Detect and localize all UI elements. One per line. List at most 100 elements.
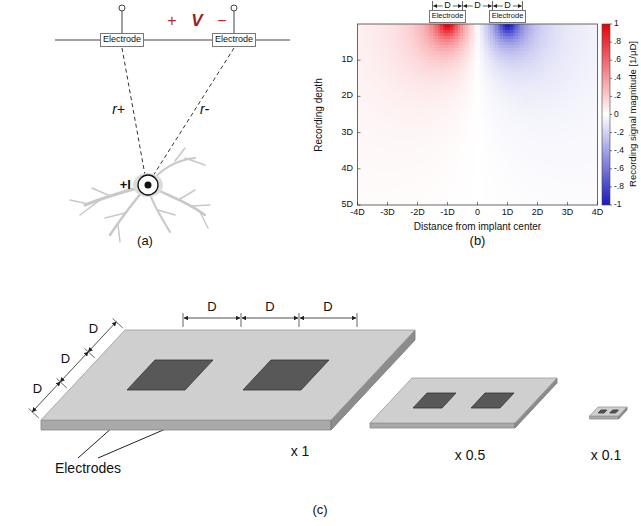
- electrode-pad: [610, 410, 619, 413]
- plate-top: [41, 330, 415, 420]
- figure-label: (a): [137, 234, 153, 248]
- figure-label: D: [265, 300, 274, 314]
- figure-label: -.4: [614, 146, 624, 155]
- figure-label: D: [89, 322, 98, 336]
- dimension-line: [358, 60, 361, 61]
- dimension-line: [447, 202, 448, 205]
- recording-schematic: [55, 5, 290, 242]
- figure-label: D: [207, 300, 216, 314]
- figure-label: Distance from implant center: [414, 221, 541, 232]
- neuron-sketch: [70, 148, 210, 242]
- figure-label: 1D: [341, 55, 353, 65]
- voltage-sign: −: [217, 12, 226, 30]
- figure-label: .4: [614, 74, 621, 83]
- plate-front: [590, 416, 619, 419]
- dimension-line: [610, 114, 612, 115]
- figure-label: -2D: [410, 208, 425, 218]
- dimension-marks: [29, 1, 612, 458]
- electrode-box: Electrode: [429, 10, 467, 22]
- dimension-line: [242, 318, 298, 319]
- axis-title: Recording signal magnitude [1/μD]: [628, 41, 638, 187]
- dimension-line: [183, 313, 184, 327]
- distance-line: [153, 48, 234, 176]
- dimension-line: [387, 202, 388, 205]
- dimension-line: [184, 318, 240, 319]
- dimension-line: [610, 24, 612, 25]
- dimension-line: [610, 60, 612, 61]
- figure-label: 2D: [532, 208, 544, 218]
- figure-label: D: [323, 300, 332, 314]
- figure-label: +I: [120, 178, 131, 192]
- dimension-line: [358, 132, 361, 133]
- electrode-label: Electrode: [492, 11, 524, 20]
- electrode-pad: [598, 410, 607, 413]
- figure-label: 1: [614, 19, 619, 28]
- dimension-line: [610, 150, 612, 151]
- electrode-box: Electrode: [489, 10, 527, 22]
- dimension-line: [567, 202, 568, 205]
- figure-label: .6: [614, 56, 621, 65]
- dimension-line: [113, 318, 123, 328]
- voltage-sign: V: [191, 12, 202, 31]
- electrode-label: Electrode: [103, 34, 141, 44]
- plate-top: [370, 378, 557, 423]
- figure-label: -.2: [614, 128, 624, 137]
- figure-label: 3D: [562, 208, 574, 218]
- distance-line: [122, 48, 145, 175]
- terminal: [119, 5, 125, 11]
- electrode-pad: [127, 360, 213, 390]
- dimension-line: [610, 42, 612, 43]
- figure-label: 3D: [341, 128, 353, 138]
- dimension-line: [507, 202, 508, 205]
- figure-label: (b): [470, 234, 486, 248]
- figure-label: .2: [614, 92, 621, 101]
- electrode-box: Electrode: [100, 33, 144, 47]
- electrode-pad: [243, 360, 329, 390]
- figure-label: 1D: [502, 208, 514, 218]
- dimension-line: [462, 1, 463, 10]
- figure-label: x 1: [291, 444, 310, 459]
- electrode-label: Electrode: [432, 11, 464, 20]
- figure-label: (c): [312, 503, 327, 517]
- figure-label: -.6: [614, 164, 624, 173]
- potential-heatmap: [358, 24, 599, 206]
- figure-label: .8: [614, 37, 621, 46]
- terminal: [231, 5, 237, 11]
- dimension-line: [492, 1, 493, 10]
- dimension-line: [432, 1, 433, 10]
- colorbar: [602, 24, 610, 205]
- figure-label: D: [33, 382, 42, 396]
- dimension-line: [300, 318, 356, 319]
- figure-label: r+: [112, 102, 125, 117]
- figure-label: -1: [614, 200, 622, 209]
- plate-top: [590, 407, 627, 416]
- electrode-pad: [413, 393, 456, 408]
- dimension-line: [522, 1, 523, 10]
- figure-label: x 0.5: [455, 448, 485, 463]
- dimension-line: [610, 186, 612, 187]
- electrode-label: Electrode: [215, 34, 253, 44]
- electrode-pad: [471, 393, 514, 408]
- figure-label: Electrodes: [55, 461, 121, 476]
- dimension-line: [299, 313, 300, 327]
- figure-label: x 0.1: [591, 448, 621, 463]
- figure-label: D: [472, 1, 483, 11]
- figure-label: -1D: [440, 208, 455, 218]
- figure-label: 0: [614, 110, 619, 119]
- plate-front: [41, 420, 331, 430]
- dimension-line: [358, 205, 361, 206]
- figure-label: r-: [200, 102, 209, 117]
- current-source-dot: [145, 182, 152, 189]
- dimension-line: [610, 205, 612, 206]
- dimension-line: [358, 96, 361, 97]
- dimension-line: [357, 313, 358, 327]
- current-source-symbol: [138, 175, 158, 195]
- voltage-sign: +: [167, 12, 176, 30]
- figure-label: -3D: [380, 208, 395, 218]
- dimension-line: [477, 202, 478, 205]
- dimension-line: [610, 168, 612, 169]
- neuron-soma: [133, 173, 163, 197]
- plot-frame: [358, 24, 598, 205]
- figure-label: -4D: [350, 208, 365, 218]
- dimension-line: [597, 202, 598, 205]
